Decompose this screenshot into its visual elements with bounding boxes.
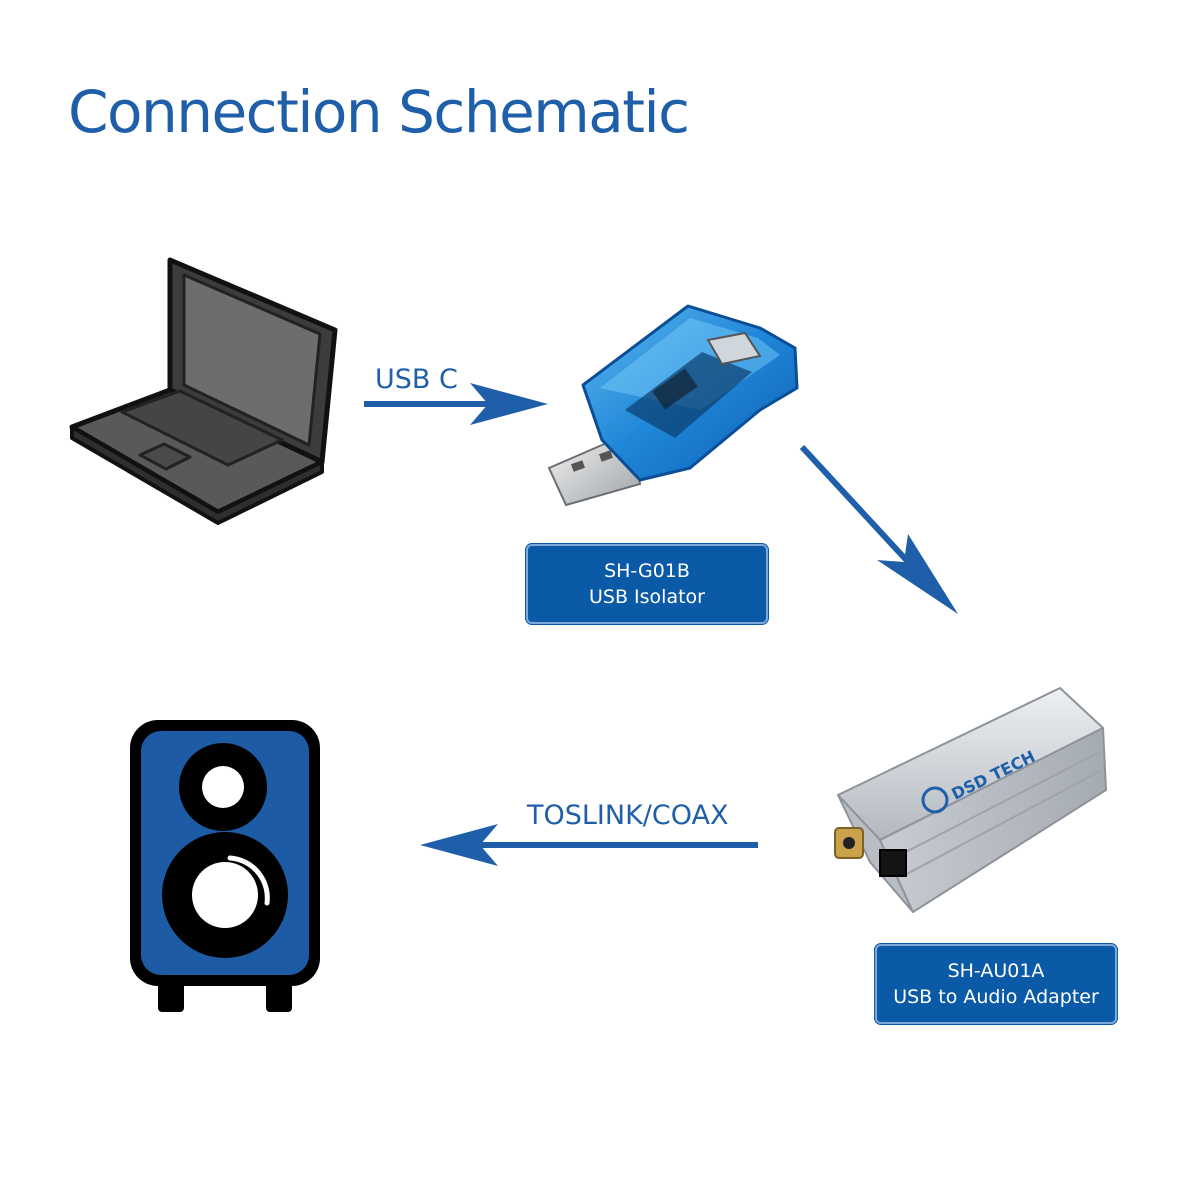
usb-isolator-image [547,304,799,507]
arrow-right-icon [364,383,548,425]
arrow-left-icon [420,824,758,866]
connection-label-usb-c: USB C [375,364,458,395]
isolator-model: SH-G01B [604,560,690,582]
laptop-icon [69,257,338,525]
isolator-label-box: SH-G01B USB Isolator [526,544,768,624]
adapter-name: USB to Audio Adapter [893,986,1099,1008]
page-title: Connection Schematic [68,78,690,146]
audio-adapter-image: DSD TECH [834,687,1107,913]
speaker-icon [130,720,320,1012]
connection-label-toslink-coax: TOSLINK/COAX [527,800,729,831]
adapter-label-box: SH-AU01A USB to Audio Adapter [875,944,1117,1024]
isolator-name: USB Isolator [589,586,705,608]
arrow-down-right-icon [799,444,958,614]
adapter-model: SH-AU01A [947,960,1045,982]
